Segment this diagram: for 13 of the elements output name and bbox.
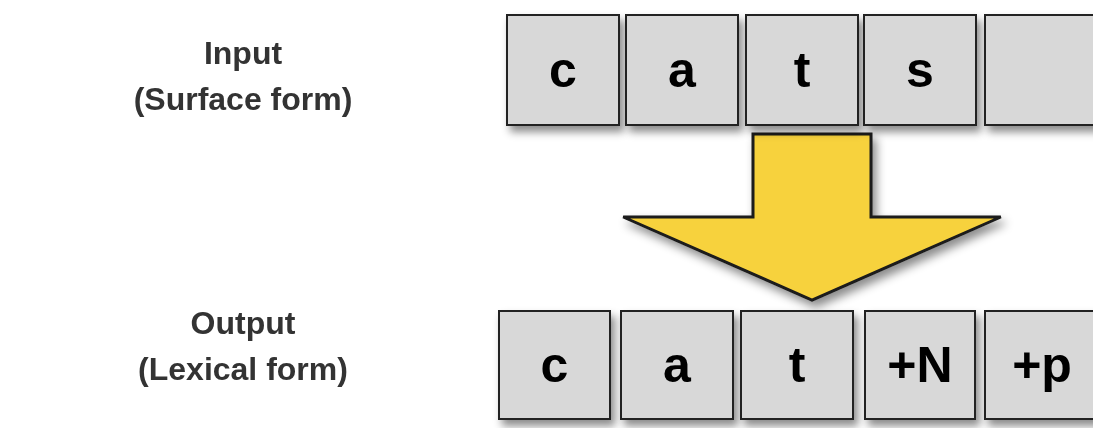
row-label: Output (Lexical form) (137, 304, 349, 389)
letter-box: c (506, 14, 620, 126)
letter-box: a (620, 310, 734, 420)
letter-box: c (498, 310, 611, 420)
letter-box: t (740, 310, 854, 420)
letter-box: a (625, 14, 739, 126)
letter-box: s (863, 14, 977, 126)
empty-box (984, 14, 1093, 126)
block-arrow (621, 132, 1003, 302)
letter-box: +N (864, 310, 976, 420)
letter-box: +p (984, 310, 1093, 420)
row-label: Input (Surface form) (132, 34, 354, 119)
letter-box: t (745, 14, 859, 126)
